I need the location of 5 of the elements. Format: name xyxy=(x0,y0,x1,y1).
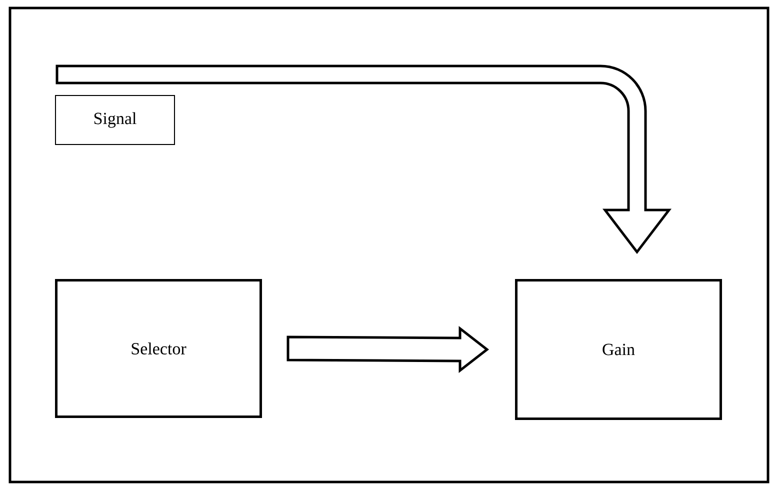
process-box: Selector xyxy=(55,279,262,418)
block-arrow xyxy=(286,326,490,374)
block-arrow xyxy=(56,64,670,254)
process-box: Gain xyxy=(515,279,722,420)
label-box: Signal xyxy=(55,95,175,145)
